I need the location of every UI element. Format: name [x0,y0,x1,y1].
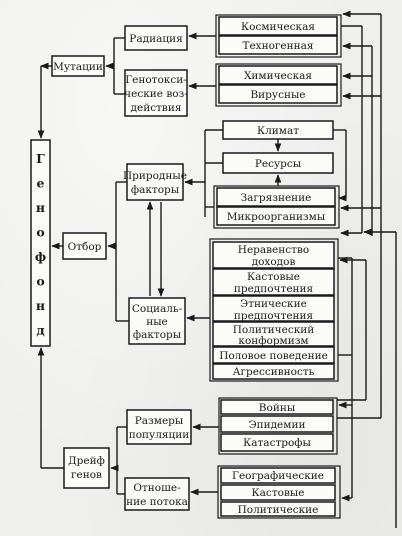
popsize-label-2: популяции [129,429,190,441]
selection-label: Отбор [68,241,102,253]
sexual-behavior-box: Половое поведение [212,346,335,364]
genofond-letter: д [36,323,44,338]
political-label: Политические [238,504,319,516]
selection-box: Отбор [62,232,107,260]
aggression-label: Агрессивность [233,366,315,378]
caste-pref-label-1: Кастовые [247,271,300,283]
social-label-1: Социаль- [132,303,183,315]
genotoxic-box: Генотокси- ческие воз- действия [124,69,188,117]
genotoxic-label-2: ческие воз- [124,88,188,100]
catastrophes-box: Катастрофы [220,433,334,452]
natural-label-2: факторы [131,184,179,196]
pollution-box: Загрязнение [216,187,336,207]
political-box: Политические [220,501,336,517]
microorganisms-box: Микроорганизмы [216,206,336,226]
technogenic-label: Техногенная [242,40,313,52]
social-factors-box: Социаль- ные факторы [128,297,186,345]
resources-label: Ресурсы [255,158,301,170]
geographic-box: Географические [220,467,336,484]
climate-box: Климат [222,120,334,140]
natural-factors-box: Природные факторы [123,163,187,201]
natural-label-1: Природные [123,170,187,182]
genofond-letter: о [36,274,44,289]
caste-pref-label-2: предпочтения [234,283,314,295]
viral-box: Вирусные [218,84,338,104]
catastrophes-label: Катастрофы [243,437,311,449]
flowrel-label-1: Отноше- [133,482,181,494]
flowrel-label-2: ние потока [126,496,188,508]
genotoxic-label-3: действия [131,102,182,114]
genofond-letter: е [37,176,45,191]
caste-box: Кастовые [220,484,336,501]
genofond-letter: н [36,298,45,313]
inequality-label-1: Неравенство [238,244,309,256]
drift-label-2: генов [71,469,102,481]
geographic-label: Географические [232,470,324,482]
cosmic-label: Космическая [241,21,315,33]
genotoxic-label-1: Генотокси- [125,74,187,86]
radiation-label: Радиация [129,33,183,45]
caste-preferences-box: Кастовые предпочтения [212,268,335,296]
wars-label: Войны [259,402,295,414]
inequality-label-2: доходов [252,256,296,268]
chemical-box: Химическая [218,65,338,85]
income-inequality-box: Неравенство доходов [212,241,335,269]
genofond-letter: Г [36,151,45,166]
polit-conf-label-1: Политический [233,324,315,336]
epidemics-label: Эпидемии [249,419,306,431]
sexual-label: Половое поведение [219,350,328,362]
radiation-box: Радиация [124,25,188,51]
genofond-letter: ф [35,249,46,264]
genotoxic-group-frame [215,63,342,107]
polit-conf-label-2: конформизм [238,335,308,347]
genofond-letter: н [36,200,45,215]
microorganisms-label: Микроорганизмы [227,211,325,223]
genofond-letter: о [36,225,44,240]
caste-label: Кастовые [252,487,305,499]
climate-label: Климат [257,125,299,137]
popsize-box: Размеры популяции [126,409,192,445]
mutations-label: Мутации [53,61,103,73]
drift-label-1: Дрейф [68,455,105,467]
ethnic-pref-label-2: предпочтения [234,310,314,322]
pollution-label: Загрязнение [241,192,312,204]
social-label-3: факторы [133,329,181,341]
mutations-box: Мутации [51,55,105,77]
epidemics-box: Эпидемии [220,415,334,433]
ethnic-pref-label-1: Этнические [240,298,307,310]
drift-box: Дрейф генов [63,447,110,489]
flow-relation-box: Отноше- ние потока [124,477,190,511]
viral-label: Вирусные [250,89,305,101]
aggression-box: Агрессивность [212,363,335,380]
cosmic-box: Космическая [218,16,338,36]
social-label-2: ные [146,316,168,328]
popsize-group-frame [218,397,338,455]
ethnic-preferences-box: Этнические предпочтения [212,295,335,322]
social-group-frame [209,238,339,382]
chemical-label: Химическая [244,70,312,82]
technogenic-box: Техногенная [218,35,338,55]
popsize-label-1: Размеры [135,415,184,427]
resources-box: Ресурсы [222,152,334,174]
wars-box: Войны [220,399,334,415]
political-conformism-box: Политический конформизм [212,321,335,347]
